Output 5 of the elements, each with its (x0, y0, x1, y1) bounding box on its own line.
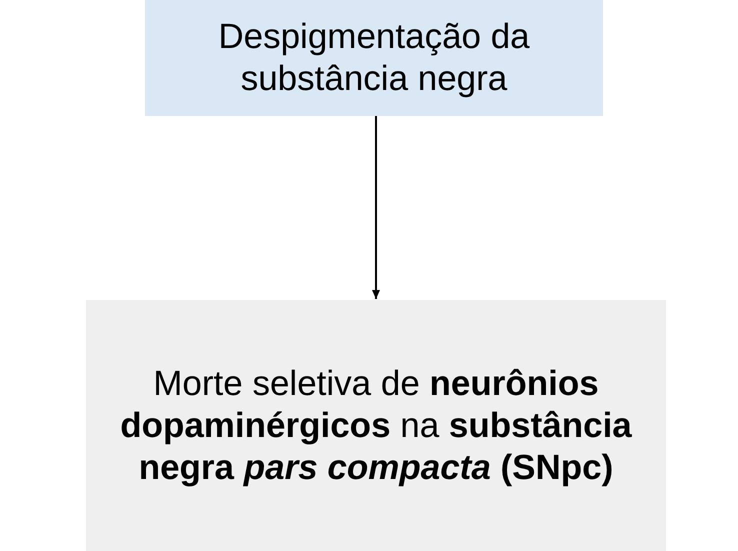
process-box (86, 300, 666, 551)
node-text: Despigmentação da substância negra (217, 16, 531, 100)
node-text: Morte seletiva de neurônios dopaminérgicos na substância negra pars compacta (SNpc) (119, 362, 633, 488)
process-box (145, 0, 603, 116)
arrow (372, 116, 380, 299)
